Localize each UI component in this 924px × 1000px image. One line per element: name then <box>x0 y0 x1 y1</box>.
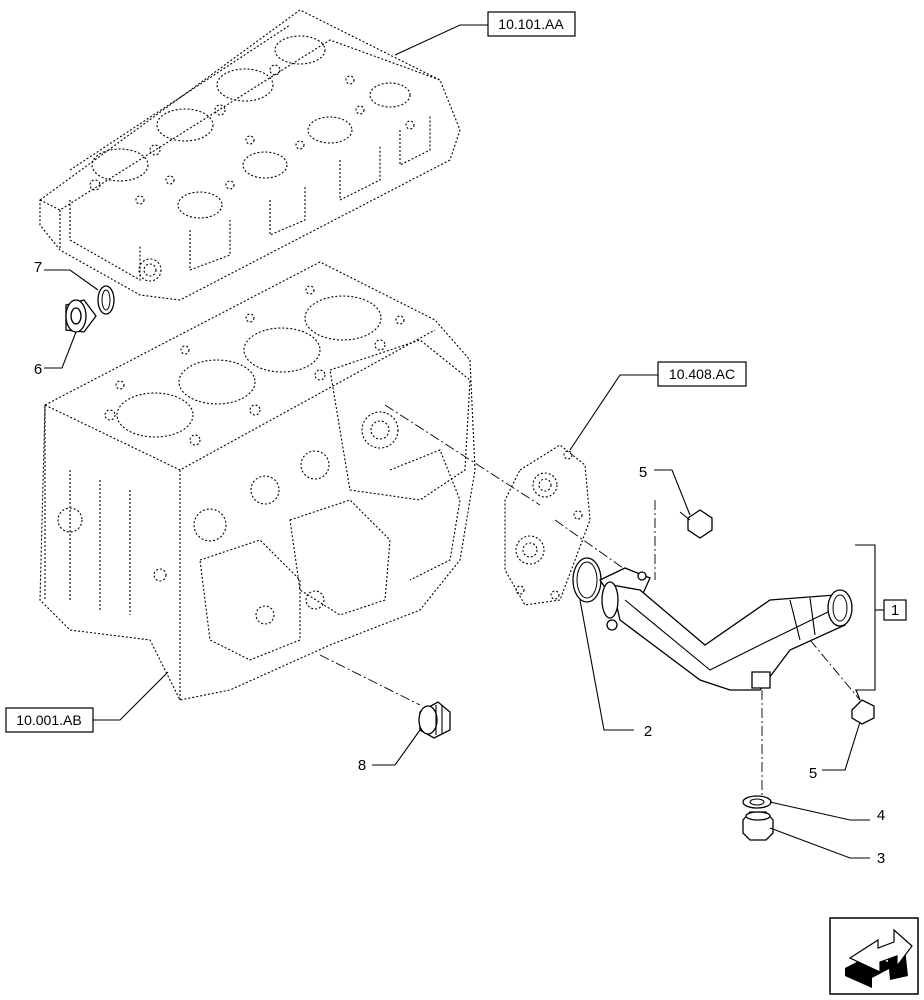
callout-6: 6 <box>34 361 42 378</box>
ref-box-timing-cover[interactable]: 10.408.AC <box>657 361 747 387</box>
o-ring-part-2 <box>572 557 602 603</box>
bolt-part-5-top <box>679 509 713 539</box>
ref-box-cylinder-head[interactable]: 10.101.AA <box>487 11 576 37</box>
water-pipe-part-1 <box>599 567 853 691</box>
plug-part-8 <box>418 701 451 739</box>
timing-cover-ghost <box>504 444 591 606</box>
callout-7: 7 <box>34 259 42 276</box>
nut-part-3 <box>742 811 774 841</box>
callout-3: 3 <box>877 850 885 867</box>
callout-1: 1 <box>891 602 899 619</box>
ref-box-cylinder-head-label: 10.101.AA <box>498 16 564 32</box>
ref-box-engine-block-label: 10.001.AB <box>16 712 81 728</box>
callout-2: 2 <box>644 723 652 740</box>
cylinder-head-ghost <box>39 9 461 301</box>
assembly-axis-lines <box>319 404 861 805</box>
washer-part-4 <box>742 795 772 809</box>
leader-lines <box>44 24 884 859</box>
bolt-part-5-bottom <box>851 689 875 725</box>
callout-4: 4 <box>877 807 885 824</box>
ref-box-timing-cover-label: 10.408.AC <box>669 366 735 382</box>
next-page-arrow-icon[interactable] <box>829 917 919 995</box>
callout-5-top: 5 <box>639 464 647 481</box>
engine-block-ghost <box>39 261 476 701</box>
callout-5-bottom: 5 <box>809 765 817 782</box>
plug-part-6 <box>65 299 97 333</box>
callout-8: 8 <box>358 757 366 774</box>
o-ring-part-7 <box>97 285 115 315</box>
ref-box-engine-block[interactable]: 10.001.AB <box>5 707 94 733</box>
callouts: 1 2 3 4 5 5 6 7 8 <box>34 259 907 867</box>
